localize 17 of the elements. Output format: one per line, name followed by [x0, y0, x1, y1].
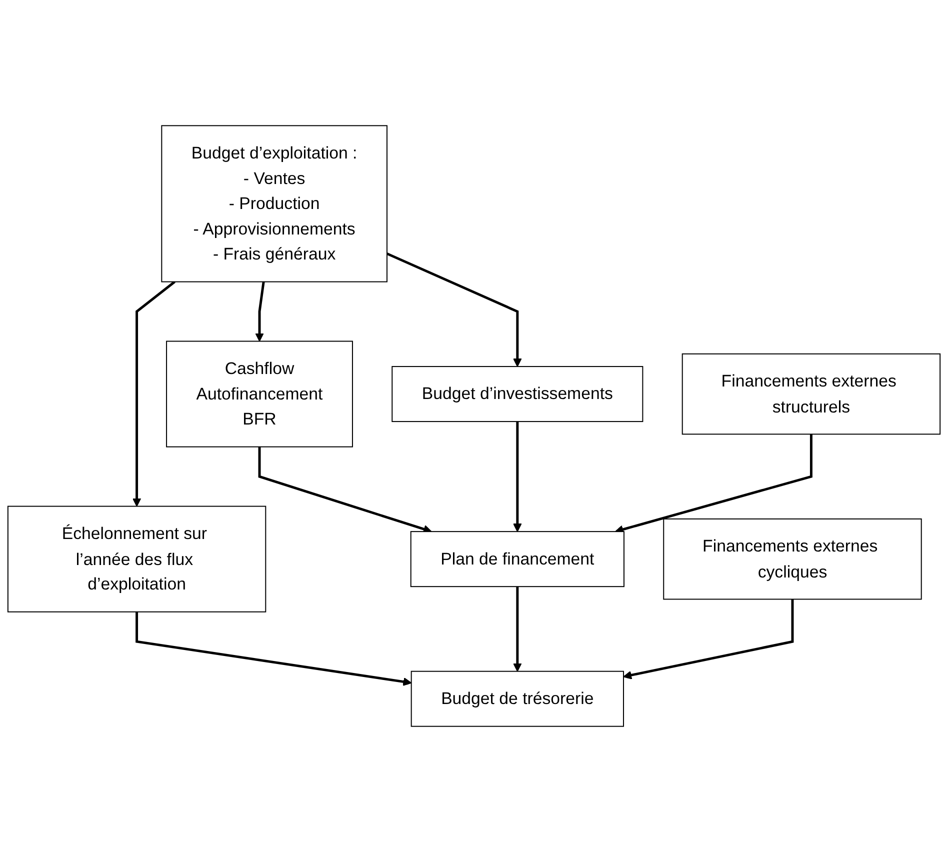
- arrow: [258, 446, 432, 534]
- node-box: Budget de trésorerie: [410, 670, 624, 727]
- arrow: [623, 599, 794, 680]
- node-box: Échelonnement sur l’année des flux d’exploitation: [7, 506, 266, 612]
- node-box: Plan de financement: [410, 531, 624, 588]
- arrow: [386, 252, 522, 367]
- node-box: Financements externes cycliques: [663, 518, 922, 600]
- arrow: [513, 586, 522, 672]
- node-box: Cashflow Autofinancement BFR: [166, 340, 353, 448]
- node-box: Budget d’exploitation : - Ventes - Production - Approvisionnements - Frais généraux: [161, 125, 388, 282]
- node-box: Financements externes structurels: [682, 353, 941, 435]
- arrow: [513, 422, 522, 532]
- node-box: Budget d’investissements: [392, 366, 644, 422]
- arrow: [136, 612, 412, 686]
- arrow: [614, 434, 812, 534]
- arrow: [255, 282, 265, 342]
- arrow: [132, 280, 176, 507]
